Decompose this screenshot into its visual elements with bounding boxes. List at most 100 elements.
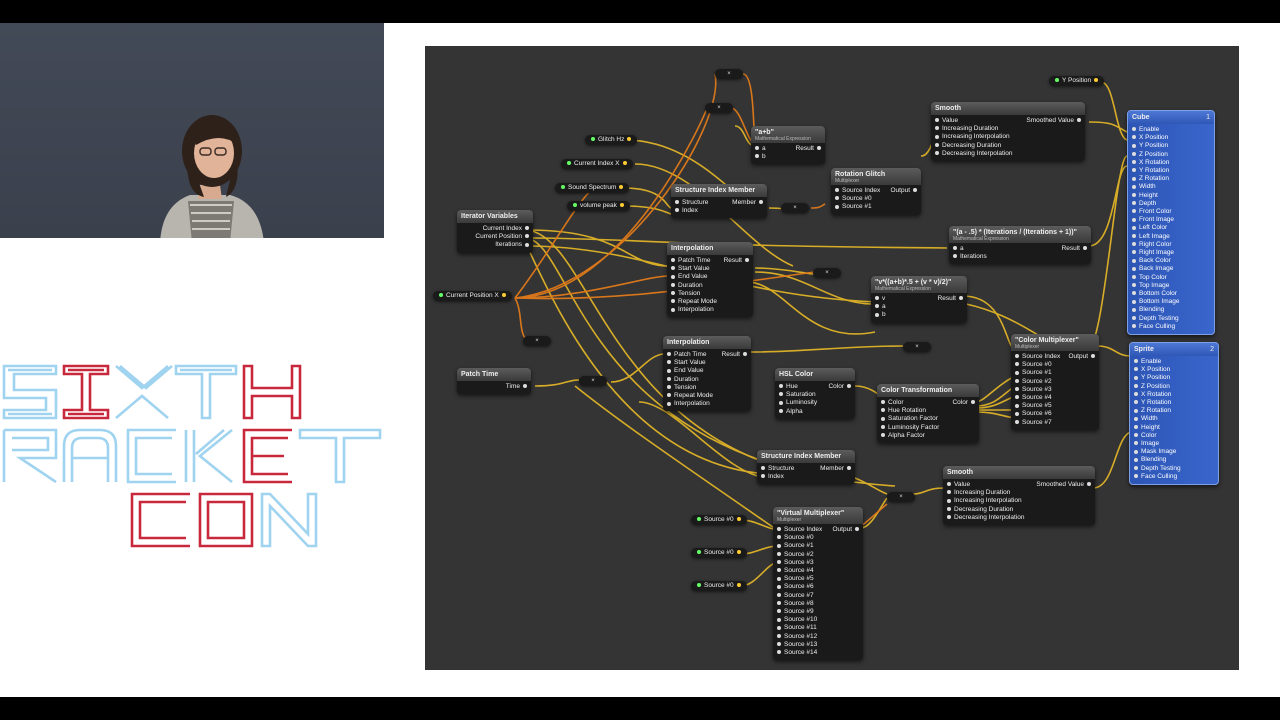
input-port[interactable]: Interpolation xyxy=(667,400,713,408)
input-port[interactable]: Structure xyxy=(761,465,794,473)
input-port[interactable]: Saturation Factor xyxy=(881,415,939,423)
input-port[interactable]: Source #9 xyxy=(777,608,822,616)
input-port[interactable]: Value xyxy=(947,481,1024,489)
input-port[interactable]: Value xyxy=(935,117,1012,125)
input-port[interactable]: Depth Testing xyxy=(1134,465,1181,473)
multiply-patch[interactable]: × xyxy=(523,336,551,346)
input-port[interactable]: Back Image xyxy=(1132,265,1179,273)
input-port[interactable]: Left Color xyxy=(1132,224,1179,232)
input-port[interactable]: Face Culling xyxy=(1132,323,1179,331)
input-port[interactable]: Front Color xyxy=(1132,208,1179,216)
input-port[interactable]: Y Position xyxy=(1134,374,1181,382)
input-port[interactable]: Depth Testing xyxy=(1132,315,1179,323)
input-port[interactable]: Z Position xyxy=(1132,151,1179,159)
input-port[interactable]: Iterations xyxy=(953,253,987,261)
input-port[interactable]: a xyxy=(755,145,766,153)
input-port[interactable]: Source #5 xyxy=(777,575,822,583)
patch-editor-canvas[interactable]: Glitch Hz Current Index X Sound Spectrum… xyxy=(425,46,1239,670)
input-port[interactable]: Source Index xyxy=(835,187,880,195)
input-port[interactable]: Decreasing Duration xyxy=(947,506,1024,514)
input-port[interactable]: Source Index xyxy=(777,526,822,534)
multiply-patch[interactable]: × xyxy=(903,342,931,352)
input-port[interactable]: X Rotation xyxy=(1134,391,1181,399)
input-port[interactable]: Face Culling xyxy=(1134,473,1181,481)
input-port[interactable]: Blending xyxy=(1132,306,1179,314)
input-port[interactable]: Source #3 xyxy=(777,559,822,567)
input-port[interactable]: Duration xyxy=(671,282,717,290)
output-port[interactable]: Result xyxy=(1062,245,1087,253)
input-port[interactable]: X Position xyxy=(1134,366,1181,374)
input-port[interactable]: Decreasing Interpolation xyxy=(947,514,1024,522)
input-port[interactable]: Source #0 xyxy=(1015,361,1060,369)
input-port[interactable]: Bottom Color xyxy=(1132,290,1179,298)
input-port[interactable]: Increasing Interpolation xyxy=(947,497,1024,505)
input-port[interactable]: Source #0 xyxy=(835,195,880,203)
input-port[interactable]: Height xyxy=(1132,192,1179,200)
input-pill-volume-peak[interactable]: volume peak xyxy=(567,201,630,211)
input-port[interactable]: Mask Image xyxy=(1134,448,1181,456)
input-port[interactable]: Source #7 xyxy=(777,592,822,600)
input-port[interactable]: Top Image xyxy=(1132,282,1179,290)
input-port[interactable]: Source #11 xyxy=(777,624,822,632)
output-port[interactable]: Member xyxy=(820,465,851,473)
input-port[interactable]: Source #12 xyxy=(777,633,822,641)
output-port[interactable]: Iterations xyxy=(475,241,529,249)
input-port[interactable]: Increasing Duration xyxy=(947,489,1024,497)
input-port[interactable]: Luminosity xyxy=(779,399,817,407)
input-port[interactable]: Width xyxy=(1134,415,1181,423)
input-port[interactable]: X Rotation xyxy=(1132,159,1179,167)
node-math-v[interactable]: "v*((a+b)*.5 + (v * v)/2)"Mathematical E… xyxy=(871,276,967,323)
multiply-patch[interactable]: × xyxy=(813,268,841,278)
input-port[interactable]: Color xyxy=(881,399,939,407)
input-port[interactable]: Source #3 xyxy=(1015,386,1060,394)
input-port[interactable]: Patch Time xyxy=(667,351,713,359)
output-port[interactable]: Time xyxy=(506,383,527,391)
output-port[interactable]: Output xyxy=(832,526,859,534)
input-port[interactable]: Source #8 xyxy=(777,600,822,608)
input-port[interactable]: Start Value xyxy=(667,359,713,367)
input-port[interactable]: Source #4 xyxy=(777,567,822,575)
input-port[interactable]: Right Image xyxy=(1132,249,1179,257)
input-port[interactable]: Y Rotation xyxy=(1134,399,1181,407)
input-port[interactable]: Front Image xyxy=(1132,216,1179,224)
input-pill-source0-a[interactable]: Source #0 xyxy=(691,515,747,525)
input-port[interactable]: Index xyxy=(761,473,794,481)
output-port[interactable]: Smoothed Value xyxy=(1036,481,1091,489)
output-port[interactable]: Color xyxy=(828,383,851,391)
input-port[interactable]: Alpha xyxy=(779,408,817,416)
input-port[interactable]: Back Color xyxy=(1132,257,1179,265)
output-port[interactable]: Result xyxy=(938,295,963,303)
input-port[interactable]: End Value xyxy=(671,273,717,281)
input-port[interactable]: Enable xyxy=(1134,358,1181,366)
input-pill-current-position-x[interactable]: Current Position X xyxy=(433,291,512,301)
input-port[interactable]: Hue xyxy=(779,383,817,391)
input-port[interactable]: Source #0 xyxy=(777,534,822,542)
input-port[interactable]: Hue Rotation xyxy=(881,407,939,415)
input-port[interactable]: Source #1 xyxy=(835,203,880,211)
input-pill-glitch-hz[interactable]: Glitch Hz xyxy=(585,135,638,145)
input-port[interactable]: Enable xyxy=(1132,126,1179,134)
input-port[interactable]: Depth xyxy=(1132,200,1179,208)
input-port[interactable]: Start Value xyxy=(671,265,717,273)
input-port[interactable]: End Value xyxy=(667,367,713,375)
output-port[interactable]: Result xyxy=(796,145,821,153)
input-port[interactable]: Interpolation xyxy=(671,306,717,314)
input-pill-source0-b[interactable]: Source #0 xyxy=(691,548,747,558)
input-port[interactable]: Y Position xyxy=(1132,142,1179,150)
input-pill-y-position[interactable]: Y Position xyxy=(1049,76,1105,86)
input-port[interactable]: Z Position xyxy=(1134,383,1181,391)
multiply-patch[interactable]: × xyxy=(781,203,809,213)
input-port[interactable]: Source #6 xyxy=(1015,410,1060,418)
input-port[interactable]: Z Rotation xyxy=(1132,175,1179,183)
input-port[interactable]: v xyxy=(875,295,886,303)
output-port[interactable]: Current Position xyxy=(475,233,529,241)
input-port[interactable]: Decreasing Duration xyxy=(935,142,1012,150)
node-math-iterations[interactable]: "(a - .5) * (Iterations / (Iterations + … xyxy=(949,226,1091,265)
